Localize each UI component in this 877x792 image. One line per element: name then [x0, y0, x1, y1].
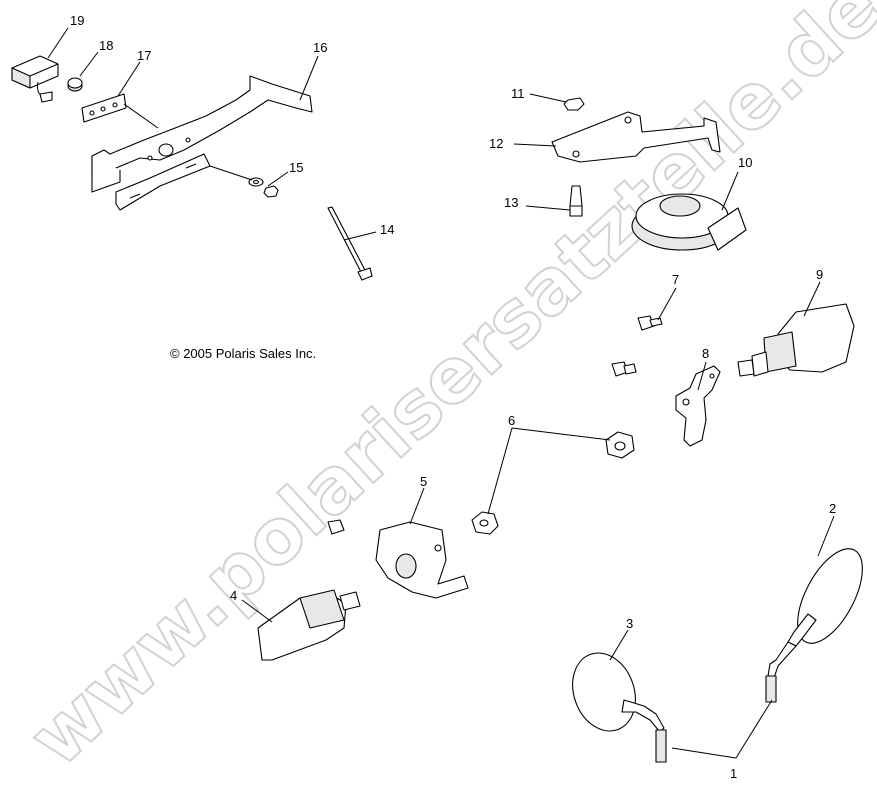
callout-12: 12 [489, 136, 503, 151]
leader-15 [267, 171, 289, 187]
leader-11 [529, 93, 567, 103]
part-6-nut-upper [605, 431, 635, 459]
callout-9: 9 [816, 267, 823, 282]
part-4-turn-signal-left [257, 589, 361, 661]
callout-10: 10 [738, 155, 752, 170]
part-19-module [11, 55, 59, 103]
part-17-plate [81, 93, 127, 123]
leader-5 [409, 487, 425, 525]
leader-8 [697, 361, 707, 391]
leader-18 [79, 51, 99, 77]
leader-2 [817, 515, 835, 557]
leader-19 [47, 27, 69, 59]
part-14-rod [327, 206, 373, 281]
callout-19: 19 [70, 13, 84, 28]
callout-6: 6 [508, 413, 515, 428]
callout-16: 16 [313, 40, 327, 55]
callout-7: 7 [672, 272, 679, 287]
part-11-nut [563, 97, 585, 111]
part-18-grommet [67, 77, 83, 92]
part-5-mount-bracket [327, 519, 469, 599]
callout-15: 15 [289, 160, 303, 175]
copyright-text: © 2005 Polaris Sales Inc. [170, 346, 316, 361]
callout-13: 13 [504, 195, 518, 210]
watermark-text: www.polarisersatzteile.de [12, 0, 877, 783]
part-13-bolt [569, 185, 583, 217]
part-15-washer-nut [209, 165, 279, 198]
callout-1: 1 [730, 766, 737, 781]
leader-7 [657, 287, 677, 321]
part-7-screws [611, 315, 663, 377]
part-12-horn-bracket [551, 111, 721, 163]
leader-12 [513, 143, 557, 147]
callouts: 1 2 3 4 5 6 7 8 9 10 11 12 13 14 15 16 1… [70, 13, 836, 781]
leader-3 [609, 629, 629, 661]
callout-8: 8 [702, 346, 709, 361]
part-8-signal-bracket [675, 365, 721, 447]
callout-17: 17 [137, 48, 151, 63]
leader-14 [343, 231, 377, 241]
part-6-nut-lower [471, 511, 499, 535]
leader-1a [671, 747, 737, 759]
leader-6a [511, 427, 611, 441]
leader-16 [299, 55, 319, 101]
leader-17 [117, 61, 141, 97]
part-9-turn-signal-right [737, 303, 855, 377]
callout-18: 18 [99, 38, 113, 53]
callout-11: 11 [511, 86, 525, 101]
part-10-horn [631, 193, 747, 251]
callout-4: 4 [230, 588, 237, 603]
callout-3: 3 [626, 616, 633, 631]
leader-6b [487, 427, 513, 515]
leader-1b [735, 699, 773, 759]
part-2-mirror-right [765, 548, 863, 703]
leader-13 [525, 205, 571, 211]
leader-4 [241, 599, 273, 623]
leader-10 [721, 171, 739, 211]
callout-2: 2 [829, 501, 836, 516]
leader-lines [47, 27, 835, 759]
part-3-mirror-left [572, 652, 667, 763]
leader-9 [803, 281, 821, 317]
callout-5: 5 [420, 474, 427, 489]
callout-14: 14 [380, 222, 394, 237]
part-16-bracket [91, 75, 313, 211]
